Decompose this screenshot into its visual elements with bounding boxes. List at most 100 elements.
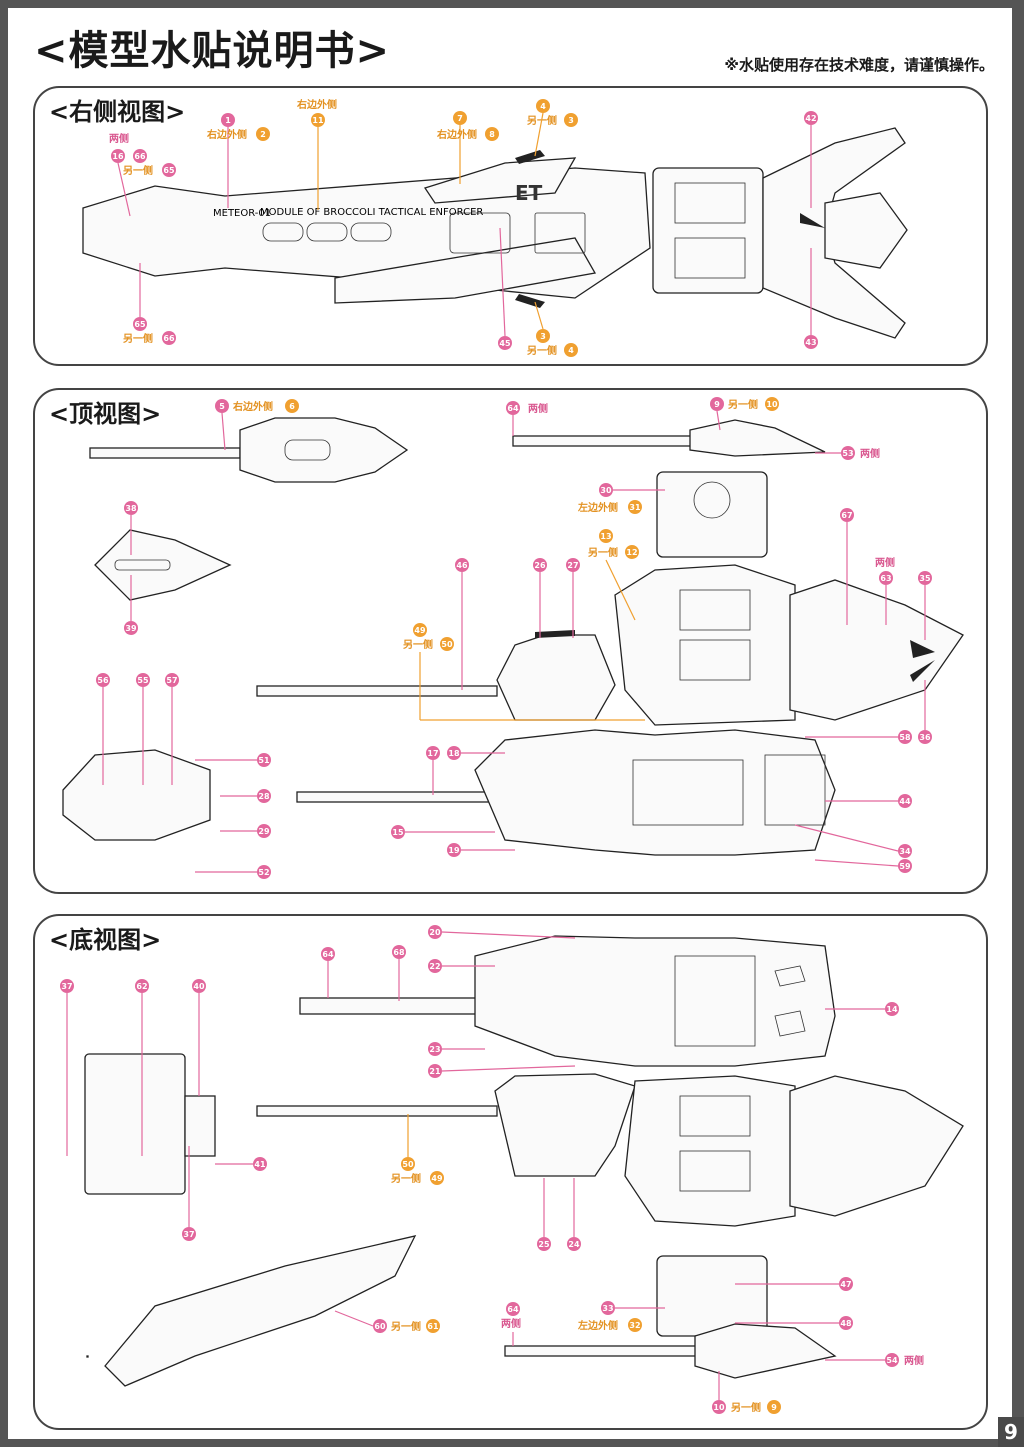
svg-text:22: 22 bbox=[429, 962, 440, 971]
callout-10a: 10 bbox=[765, 397, 779, 411]
svg-text:49: 49 bbox=[431, 1174, 443, 1183]
svg-text:28: 28 bbox=[258, 792, 270, 801]
callout-9a: 9 bbox=[710, 397, 724, 411]
label-other-9: 另一侧 bbox=[731, 1401, 761, 1414]
callout-47: 47 bbox=[839, 1277, 853, 1291]
svg-text:1: 1 bbox=[225, 116, 231, 125]
svg-text:44: 44 bbox=[899, 797, 911, 806]
svg-text:4: 4 bbox=[540, 102, 546, 111]
callout-11: 11 bbox=[311, 113, 325, 127]
top-view-title: <顶视图> bbox=[49, 400, 162, 428]
svg-text:50: 50 bbox=[402, 1160, 414, 1169]
callout-15: 15 bbox=[391, 825, 405, 839]
label-other-50: 另一侧 bbox=[403, 638, 433, 651]
callout-23: 23 bbox=[428, 1042, 442, 1056]
callout-27: 27 bbox=[566, 558, 580, 572]
svg-text:39: 39 bbox=[125, 624, 137, 633]
label-other-61: 另一侧 bbox=[391, 1320, 421, 1333]
svg-text:67: 67 bbox=[841, 511, 852, 520]
label-right-outer-6: 右边外侧 bbox=[232, 400, 273, 413]
callout-2: 2 bbox=[256, 127, 270, 141]
callout-9b: 9 bbox=[767, 1400, 781, 1414]
callout-50: 50 bbox=[440, 637, 454, 651]
label-other-65: 另一侧 bbox=[123, 164, 153, 177]
callout-30: 30 bbox=[599, 483, 613, 497]
callout-35: 35 bbox=[918, 571, 932, 585]
callout-4b: 4 bbox=[564, 343, 578, 357]
top-part-d bbox=[94, 529, 232, 601]
label-both-64b: 两侧 bbox=[501, 1317, 521, 1330]
callout-4a: 4 bbox=[536, 99, 550, 113]
model-code-text: METEOR-01 bbox=[213, 208, 271, 219]
svg-text:64: 64 bbox=[507, 1305, 519, 1314]
svg-text:14: 14 bbox=[886, 1005, 898, 1014]
callout-45: 45 bbox=[498, 336, 512, 350]
callout-6: 6 bbox=[285, 399, 299, 413]
svg-text:37: 37 bbox=[183, 1230, 194, 1239]
svg-text:27: 27 bbox=[567, 561, 578, 570]
callout-20: 20 bbox=[428, 925, 442, 939]
svg-text:30: 30 bbox=[600, 486, 612, 495]
callout-53: 53 bbox=[841, 446, 855, 460]
callout-66b: 66 bbox=[162, 331, 176, 345]
callout-48: 48 bbox=[839, 1316, 853, 1330]
callout-61: 61 bbox=[426, 1319, 440, 1333]
callout-17: 17 bbox=[426, 746, 440, 760]
svg-text:63: 63 bbox=[880, 574, 891, 583]
callout-46: 46 bbox=[455, 558, 469, 572]
svg-text:9: 9 bbox=[714, 400, 720, 409]
callout-43: 43 bbox=[804, 335, 818, 349]
callout-12: 12 bbox=[625, 545, 639, 559]
callout-40: 40 bbox=[192, 979, 206, 993]
svg-text:10: 10 bbox=[713, 1403, 725, 1412]
callout-37a: 37 bbox=[60, 979, 74, 993]
callout-68: 68 bbox=[392, 945, 406, 959]
svg-text:38: 38 bbox=[125, 504, 137, 513]
callout-59: 59 bbox=[898, 859, 912, 873]
label-right-outer-8: 右边外侧 bbox=[436, 128, 477, 141]
svg-text:4: 4 bbox=[568, 346, 574, 355]
svg-text:12: 12 bbox=[626, 548, 637, 557]
svg-text:51: 51 bbox=[258, 756, 270, 765]
svg-text:66: 66 bbox=[163, 334, 175, 343]
right-view-drawing: METEOR-01 MODULE OF BROCCOLI TACTICAL EN… bbox=[82, 98, 908, 357]
svg-text:17: 17 bbox=[427, 749, 438, 758]
svg-text:60: 60 bbox=[374, 1322, 386, 1331]
callout-63: 63 bbox=[879, 571, 893, 585]
svg-text:42: 42 bbox=[805, 114, 816, 123]
top-view-panel: <顶视图> 右边外侧 5 6 两侧 64 9 另一侧 10 53 两侧 3 bbox=[33, 388, 988, 894]
svg-text:26: 26 bbox=[534, 561, 546, 570]
label-left-outer-31: 左边外侧 bbox=[577, 501, 618, 514]
callout-42: 42 bbox=[804, 111, 818, 125]
svg-text:50: 50 bbox=[441, 640, 453, 649]
svg-text:54: 54 bbox=[886, 1356, 898, 1365]
top-part-a bbox=[89, 417, 409, 483]
et-mark: ET bbox=[515, 181, 543, 205]
callout-54: 54 bbox=[885, 1353, 899, 1367]
label-other-12: 另一侧 bbox=[588, 546, 618, 559]
svg-text:25: 25 bbox=[538, 1240, 550, 1249]
callout-36: 36 bbox=[918, 730, 932, 744]
callout-55: 55 bbox=[136, 673, 150, 687]
callout-5: 5 bbox=[215, 399, 229, 413]
svg-text:34: 34 bbox=[899, 847, 911, 856]
bottom-main-ship bbox=[84, 935, 964, 1387]
svg-text:58: 58 bbox=[899, 733, 911, 742]
svg-text:24: 24 bbox=[568, 1240, 580, 1249]
bottom-view-panel: <底视图> 20 22 23 21 64 bbox=[33, 914, 988, 1430]
side-ship-body bbox=[82, 127, 908, 339]
callout-3a: 3 bbox=[564, 113, 578, 127]
svg-text:59: 59 bbox=[899, 862, 911, 871]
svg-text:18: 18 bbox=[448, 749, 460, 758]
svg-text:32: 32 bbox=[629, 1321, 640, 1330]
svg-text:21: 21 bbox=[429, 1067, 441, 1076]
callout-25: 25 bbox=[537, 1237, 551, 1251]
callout-28: 28 bbox=[257, 789, 271, 803]
svg-text:43: 43 bbox=[805, 338, 816, 347]
callout-64c: 64 bbox=[506, 1302, 520, 1316]
svg-text:35: 35 bbox=[919, 574, 931, 583]
svg-text:5: 5 bbox=[219, 402, 225, 411]
label-both-63: 两侧 bbox=[875, 556, 895, 569]
label-other-4: 另一侧 bbox=[527, 344, 557, 357]
